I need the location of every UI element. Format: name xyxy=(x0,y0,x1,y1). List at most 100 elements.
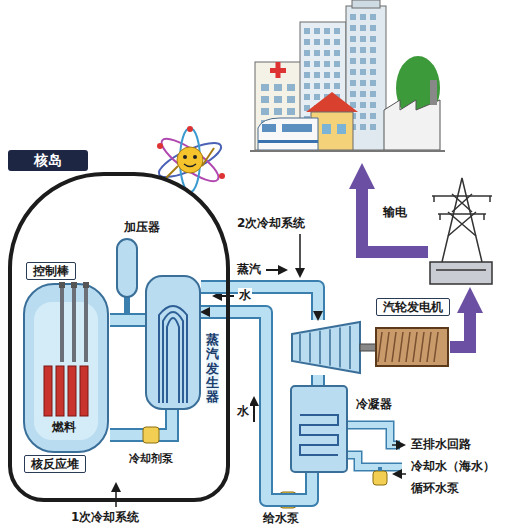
window xyxy=(350,47,356,53)
control-rod-head xyxy=(71,282,77,288)
node-text: 加压器 xyxy=(124,220,160,234)
window xyxy=(350,14,356,20)
label: 循环水泵 xyxy=(410,481,460,495)
fuel-rod xyxy=(44,366,52,416)
window xyxy=(324,72,330,78)
turbine-blade xyxy=(349,326,351,369)
control-rod xyxy=(60,288,64,362)
reactor-core-space xyxy=(34,302,98,440)
window xyxy=(360,91,366,97)
cooling-water xyxy=(348,425,406,485)
label: 1次冷却系统 xyxy=(70,510,140,524)
flow-arrow xyxy=(266,269,286,271)
window xyxy=(304,94,310,100)
fuel-rod xyxy=(80,366,88,416)
node-box: 汽轮发电机 xyxy=(290,320,450,375)
window xyxy=(334,61,340,67)
window xyxy=(304,39,310,45)
window xyxy=(304,61,310,67)
atom-mascot xyxy=(155,126,225,192)
window xyxy=(350,58,356,64)
node-box: 冷凝器 xyxy=(290,385,348,473)
pipe-fill xyxy=(313,375,323,385)
pipe-connector xyxy=(318,375,319,385)
window xyxy=(287,108,295,115)
window xyxy=(304,83,310,89)
generator xyxy=(376,328,448,366)
turbine-blade xyxy=(299,334,301,361)
node-text: 蒸汽发生器 xyxy=(206,333,219,404)
node-box: 蒸汽发生器 xyxy=(145,275,201,410)
label: 水 xyxy=(236,404,250,418)
window xyxy=(360,58,366,64)
window xyxy=(334,72,340,78)
window xyxy=(261,108,269,115)
node-text: 冷凝器 xyxy=(356,397,392,411)
reactor-vessel xyxy=(24,284,108,452)
node-shape xyxy=(116,238,138,298)
label: 冷却水（海水） xyxy=(410,459,496,473)
flow-arrow xyxy=(214,295,234,297)
generator-winding xyxy=(399,332,403,362)
pipe xyxy=(110,410,172,435)
window xyxy=(324,50,330,56)
window xyxy=(370,91,376,97)
window xyxy=(350,25,356,31)
node-text: 燃料 xyxy=(52,420,76,434)
window xyxy=(370,113,376,119)
node-box: 加压器 xyxy=(116,238,138,298)
coolant-pump xyxy=(143,427,159,443)
window xyxy=(360,124,366,130)
window xyxy=(334,50,340,56)
pointer-arrow xyxy=(299,234,301,276)
pointer-arrow xyxy=(115,484,117,507)
window xyxy=(360,113,366,119)
turbine xyxy=(292,322,360,373)
pipe-direction xyxy=(110,320,145,321)
fuel-rod xyxy=(68,366,76,416)
node-text: 汽轮发电机 xyxy=(376,298,450,316)
pipe-outline xyxy=(110,313,145,327)
window xyxy=(360,102,366,108)
u-tube xyxy=(167,318,179,403)
node-box: 核岛控制棒燃料核反应堆加压器蒸汽发生器 xyxy=(8,172,230,502)
label: 输电 xyxy=(382,205,408,219)
fuel-rod xyxy=(56,366,64,416)
window xyxy=(324,28,330,34)
u-tube xyxy=(159,306,187,403)
node-shape xyxy=(22,262,110,476)
turbine-blade xyxy=(339,328,341,368)
window xyxy=(304,50,310,56)
window xyxy=(261,96,269,103)
turbine-blade xyxy=(309,332,311,362)
window xyxy=(370,58,376,64)
window xyxy=(334,39,340,45)
window xyxy=(370,102,376,108)
window xyxy=(360,14,366,20)
window xyxy=(350,36,356,42)
power-arrow xyxy=(362,176,428,252)
node-box: 控制棒燃料核反应堆 xyxy=(22,262,110,476)
shaft xyxy=(360,344,376,351)
generator-winding xyxy=(406,332,410,362)
window xyxy=(350,91,356,97)
edge-label: 蒸汽 xyxy=(236,262,262,276)
window xyxy=(370,80,376,86)
pressurizer-vessel xyxy=(117,239,137,297)
condenser-coil xyxy=(300,415,338,455)
generator-winding xyxy=(392,332,396,362)
window xyxy=(370,14,376,20)
generator-winding xyxy=(385,332,389,362)
window xyxy=(360,25,366,31)
generator-winding xyxy=(434,332,438,362)
label: 给水泵 xyxy=(262,511,300,525)
label: 至排水回路 xyxy=(410,437,472,451)
node-shape xyxy=(290,320,450,375)
window xyxy=(360,80,366,86)
window xyxy=(350,69,356,75)
window xyxy=(274,84,282,91)
node-text: 控制棒 xyxy=(26,262,76,280)
window xyxy=(360,69,366,75)
window xyxy=(261,84,269,91)
